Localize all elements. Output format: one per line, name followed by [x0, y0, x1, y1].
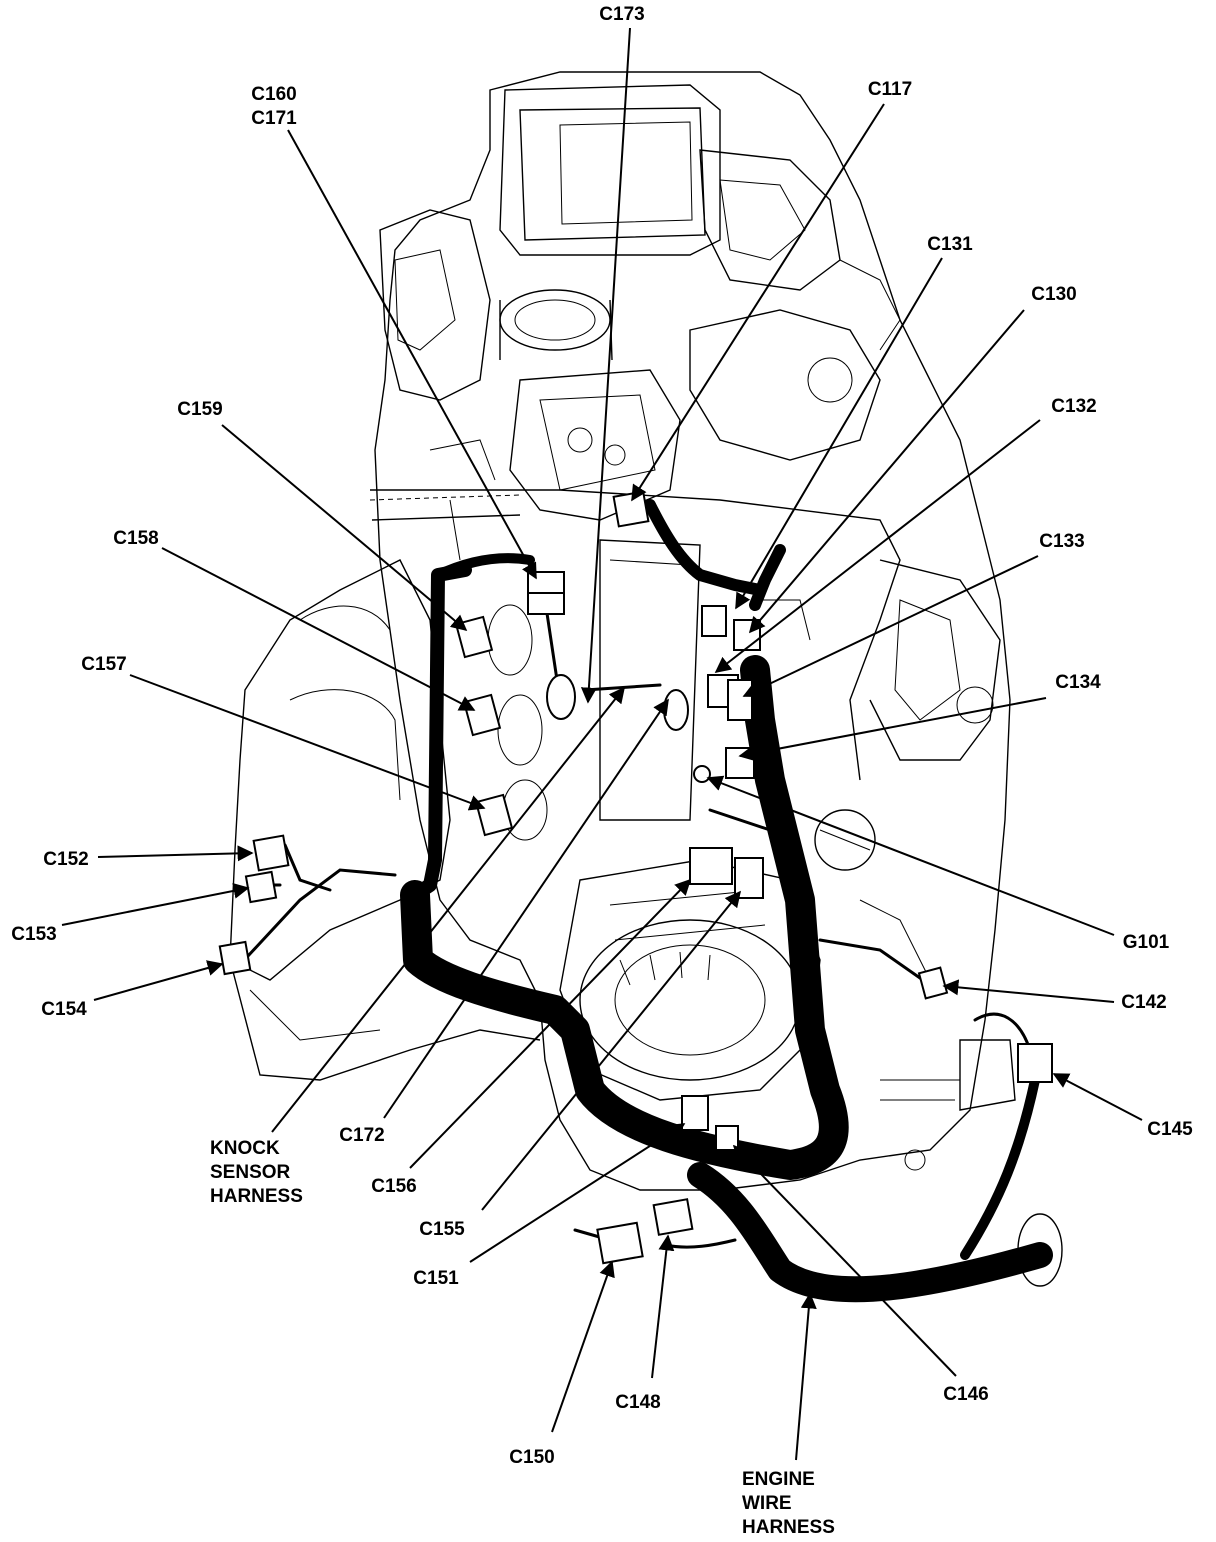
- connector-c152: [252, 834, 290, 872]
- knock-sensor-harness-label-line2: SENSOR: [210, 1162, 291, 1183]
- label-c150: C150: [509, 1447, 554, 1468]
- connector-c159: [454, 615, 494, 659]
- connector-c145: [1017, 1043, 1053, 1083]
- label-c117: C117: [868, 79, 912, 100]
- connector-c146: [715, 1125, 739, 1151]
- label-c152: C152: [43, 849, 88, 870]
- connector-c117: [612, 490, 650, 528]
- harness-labels: KNOCK SENSOR HARNESS ENGINE WIRE HARNESS: [210, 1138, 835, 1538]
- engine-wire-harness-label-line3: HARNESS: [742, 1517, 835, 1538]
- label-c148: C148: [615, 1392, 660, 1413]
- label-c151: C151: [413, 1268, 459, 1289]
- label-g101: G101: [1123, 932, 1170, 953]
- connector-labels: C173 C160 C171 C117 C131 C130 C132 C159 …: [11, 4, 1193, 1468]
- connector-c172: [663, 689, 689, 731]
- label-c130: C130: [1031, 284, 1076, 305]
- ground-g101: [693, 765, 711, 783]
- label-c157: C157: [81, 654, 126, 675]
- connector-c157: [474, 793, 514, 837]
- leader-lines: [61, 27, 1143, 1461]
- knock-sensor-harness-label-line1: KNOCK: [210, 1138, 280, 1159]
- connector-shapes: [218, 490, 1053, 1265]
- connector-c148: [652, 1198, 694, 1236]
- label-c156: C156: [371, 1176, 416, 1197]
- label-c155: C155: [419, 1219, 465, 1240]
- connector-c151: [681, 1095, 709, 1131]
- connector-c131: [701, 605, 727, 637]
- connector-c173: [546, 674, 576, 720]
- label-c173: C173: [599, 4, 644, 25]
- label-c134: C134: [1055, 672, 1101, 693]
- engine-wire-harness-label-line2: WIRE: [742, 1493, 792, 1514]
- label-c142: C142: [1121, 992, 1166, 1013]
- label-c172: C172: [339, 1125, 384, 1146]
- engine-wire-harness-label-line1: ENGINE: [742, 1469, 815, 1490]
- label-c145: C145: [1147, 1119, 1193, 1140]
- label-c146: C146: [943, 1384, 988, 1405]
- label-c171: C171: [251, 108, 297, 129]
- connector-c154: [218, 940, 252, 976]
- label-c132: C132: [1051, 396, 1096, 417]
- label-c160: C160: [251, 84, 296, 105]
- label-c131: C131: [927, 234, 973, 255]
- label-c133: C133: [1039, 531, 1084, 552]
- connector-c133: [727, 679, 753, 721]
- knock-sensor-harness-label-line3: HARNESS: [210, 1186, 303, 1207]
- label-c153: C153: [11, 924, 56, 945]
- connector-c142: [917, 966, 949, 1000]
- connector-c156: [689, 847, 733, 885]
- connector-c153: [244, 870, 278, 904]
- connector-c150: [596, 1221, 644, 1265]
- connector-c158: [462, 693, 502, 737]
- label-c158: C158: [113, 528, 158, 549]
- label-c154: C154: [41, 999, 87, 1020]
- label-c159: C159: [177, 399, 222, 420]
- connector-c134: [725, 747, 755, 779]
- engine-wire-harness: [233, 499, 1053, 1303]
